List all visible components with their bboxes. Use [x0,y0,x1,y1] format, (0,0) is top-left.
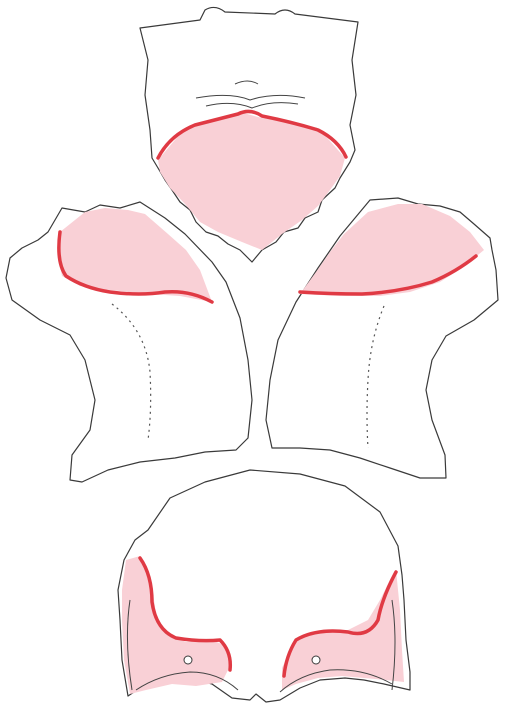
bottom-bone-foramen-right [312,656,320,664]
bottom-bone-foramen-left [184,656,192,664]
bottom-bone [118,470,410,702]
left-bone [6,202,252,482]
right-bone [266,198,498,478]
top-bone-shaded-region [158,112,345,250]
